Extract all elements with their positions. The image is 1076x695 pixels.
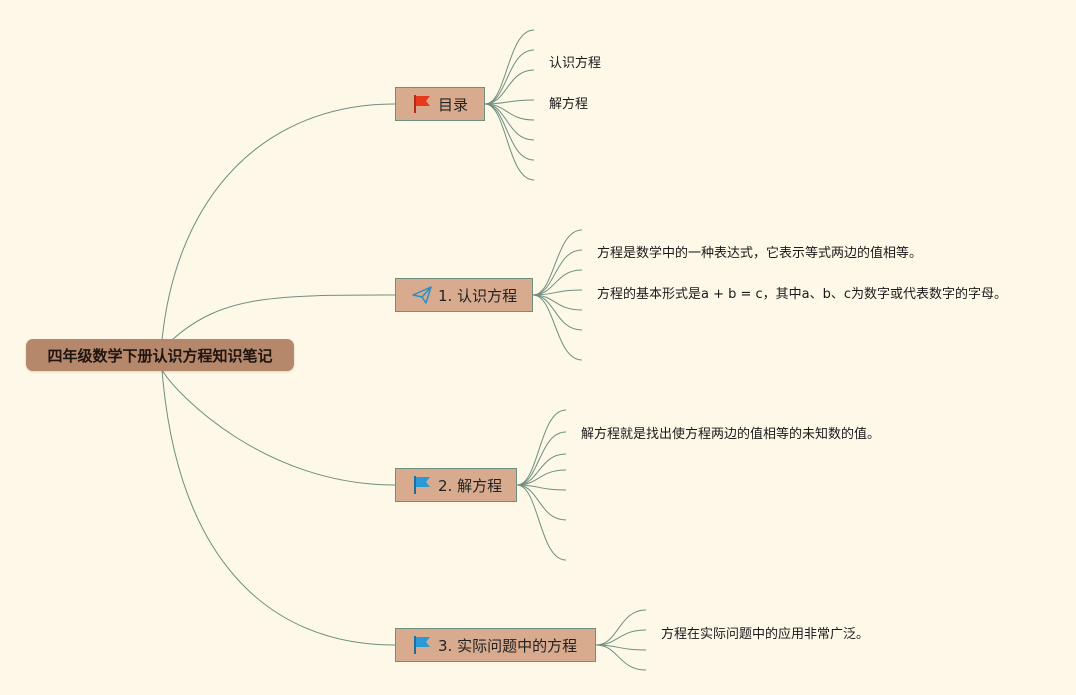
fan-connector-0-1	[484, 49, 535, 105]
root-topic-label: 四年级数学下册认识方程知识笔记	[47, 346, 273, 365]
root-connector-3	[161, 369, 396, 646]
branch-real-problems[interactable]: 3. 实际问题中的方程	[395, 628, 596, 662]
note-solve-1[interactable]: 解方程就是找出使方程两边的值相等的未知数的值。	[581, 427, 881, 442]
fan-connector-3-3	[595, 644, 647, 671]
blue-flag-icon	[412, 635, 432, 655]
fan-connector-2-3	[516, 469, 567, 486]
fan-connector-3-0	[595, 609, 647, 646]
branch-understand-equation-label: 1. 认识方程	[438, 286, 518, 305]
branch-solve-equation[interactable]: 2. 解方程	[395, 468, 517, 502]
fan-connector-1-5	[532, 294, 583, 331]
fan-connector-2-4	[516, 484, 567, 491]
fan-connector-1-2	[532, 269, 583, 296]
fan-connector-2-2	[516, 453, 567, 486]
fan-connector-1-0	[532, 229, 583, 296]
note-understand-2[interactable]: 方程的基本形式是a + b = c，其中a、b、c为数字或代表数字的字母。	[597, 287, 1008, 302]
root-connector-2	[161, 369, 396, 486]
note-contents-1[interactable]: 认识方程	[549, 56, 602, 71]
fan-connector-0-0	[484, 29, 535, 105]
fan-connector-2-1	[516, 431, 567, 486]
fan-connector-1-6	[532, 294, 583, 361]
branch-solve-equation-label: 2. 解方程	[438, 476, 503, 495]
root-topic[interactable]: 四年级数学下册认识方程知识笔记	[26, 339, 294, 371]
red-flag-icon	[412, 94, 432, 114]
branch-contents[interactable]: 目录	[395, 87, 485, 121]
root-connector-1	[171, 294, 396, 341]
fan-connector-0-7	[484, 103, 535, 181]
branch-understand-equation[interactable]: 1. 认识方程	[395, 278, 533, 312]
fan-connector-1-1	[532, 249, 583, 296]
root-connector-0	[161, 103, 396, 341]
fan-connector-0-6	[484, 103, 535, 161]
note-real-1[interactable]: 方程在实际问题中的应用非常广泛。	[661, 627, 870, 642]
fan-connector-0-5	[484, 103, 535, 141]
fan-connector-2-6	[516, 484, 567, 561]
paper-plane-icon	[412, 285, 432, 305]
fan-connector-2-0	[516, 409, 567, 486]
fan-connector-3-1	[595, 629, 647, 646]
note-contents-2[interactable]: 解方程	[549, 97, 589, 112]
fan-connector-2-5	[516, 484, 567, 521]
branch-real-problems-label: 3. 实际问题中的方程	[438, 636, 578, 655]
note-understand-1[interactable]: 方程是数学中的一种表达式，它表示等式两边的值相等。	[597, 246, 923, 261]
branch-contents-label: 目录	[438, 95, 469, 114]
fan-connector-0-2	[484, 69, 535, 105]
blue-flag-icon	[412, 475, 432, 495]
